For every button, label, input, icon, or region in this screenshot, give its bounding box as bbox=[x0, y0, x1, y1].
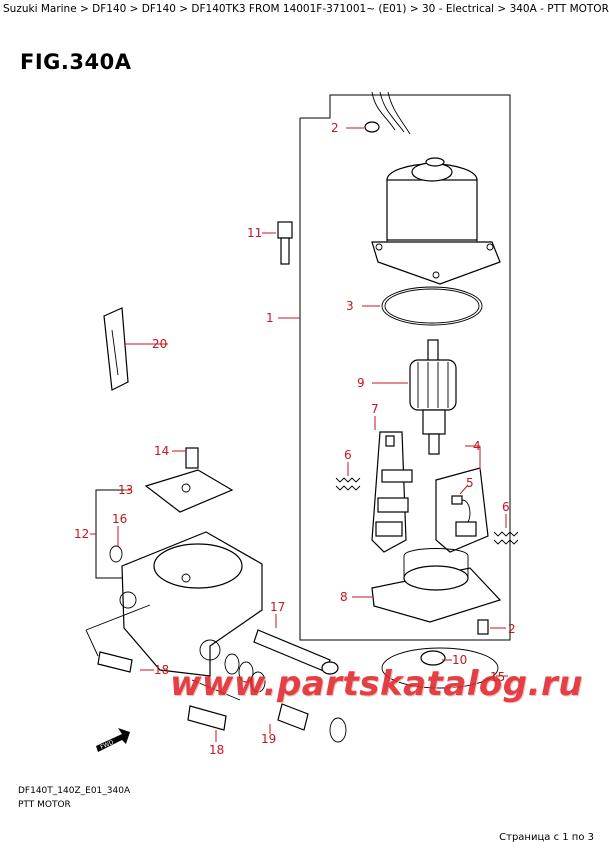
armature-9 bbox=[409, 339, 457, 455]
assembly-frame-1 bbox=[299, 94, 511, 641]
callout-18-top: 18 bbox=[154, 663, 169, 677]
watermark: www.partskatalog.ru bbox=[170, 664, 584, 704]
callout-17: 17 bbox=[270, 600, 285, 614]
end-cap-8 bbox=[371, 548, 502, 623]
spring-6-left bbox=[335, 477, 361, 491]
bolt-18-top bbox=[97, 651, 133, 673]
pagination: Страница с 1 по 3 bbox=[499, 832, 594, 843]
callout-2-top: 2 bbox=[331, 121, 339, 135]
bolt-2-bottom bbox=[477, 619, 489, 635]
callout-11: 11 bbox=[247, 226, 262, 240]
valve-19 bbox=[224, 653, 347, 743]
callout-2-bottom: 2 bbox=[508, 622, 516, 636]
callout-10: 10 bbox=[452, 653, 467, 667]
callout-3: 3 bbox=[346, 299, 354, 313]
strap-20 bbox=[103, 307, 129, 391]
callout-1: 1 bbox=[266, 311, 274, 325]
callout-6-left: 6 bbox=[344, 448, 352, 462]
callout-4: 4 bbox=[473, 439, 481, 453]
callout-20: 20 bbox=[152, 337, 167, 351]
brush-holder-7 bbox=[371, 431, 413, 553]
bolt-17 bbox=[253, 629, 339, 675]
callout-16: 16 bbox=[112, 512, 127, 526]
bolt-11 bbox=[277, 221, 293, 265]
page-title: FIG.340A bbox=[20, 50, 132, 74]
plate-13 bbox=[144, 469, 234, 513]
callout-19: 19 bbox=[261, 732, 276, 746]
callout-8: 8 bbox=[340, 590, 348, 604]
callout-18-bottom: 18 bbox=[209, 743, 224, 757]
pump-housing bbox=[119, 531, 263, 677]
callout-6-right: 6 bbox=[502, 500, 510, 514]
bracket-4 bbox=[435, 467, 489, 553]
callout-7: 7 bbox=[371, 402, 379, 416]
clamp-14 bbox=[185, 447, 199, 469]
drawing-code: DF140T_140Z_E01_340A bbox=[18, 786, 131, 796]
callout-9: 9 bbox=[357, 376, 365, 390]
bolt-18-bottom bbox=[187, 705, 227, 731]
assembly-frame-12 bbox=[95, 489, 124, 579]
callout-12: 12 bbox=[74, 527, 89, 541]
o-ring-3 bbox=[381, 286, 483, 326]
figure-name: PTT MOTOR bbox=[18, 800, 71, 810]
oil-seal-10 bbox=[420, 650, 446, 666]
o-ring-16 bbox=[109, 545, 123, 563]
callout-5: 5 bbox=[466, 476, 474, 490]
motor-housing bbox=[371, 91, 501, 285]
callout-13: 13 bbox=[118, 483, 133, 497]
spring-6-right bbox=[493, 531, 519, 545]
bolt-2-top bbox=[364, 121, 380, 133]
breadcrumb: Suzuki Marine > DF140 > DF140 > DF140TK3… bbox=[3, 3, 609, 15]
callout-15: 15 bbox=[490, 670, 505, 684]
callout-14: 14 bbox=[154, 444, 169, 458]
o-ring-15 bbox=[381, 647, 499, 689]
fwd-arrow-icon bbox=[96, 728, 130, 752]
